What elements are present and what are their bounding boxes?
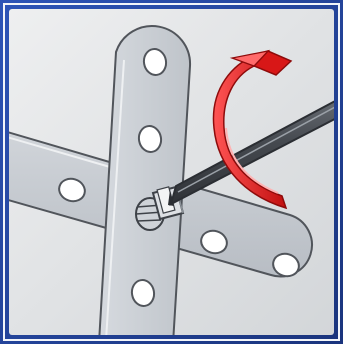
assembly-diagram-svg — [0, 0, 343, 344]
assembly-illustration — [0, 0, 343, 344]
